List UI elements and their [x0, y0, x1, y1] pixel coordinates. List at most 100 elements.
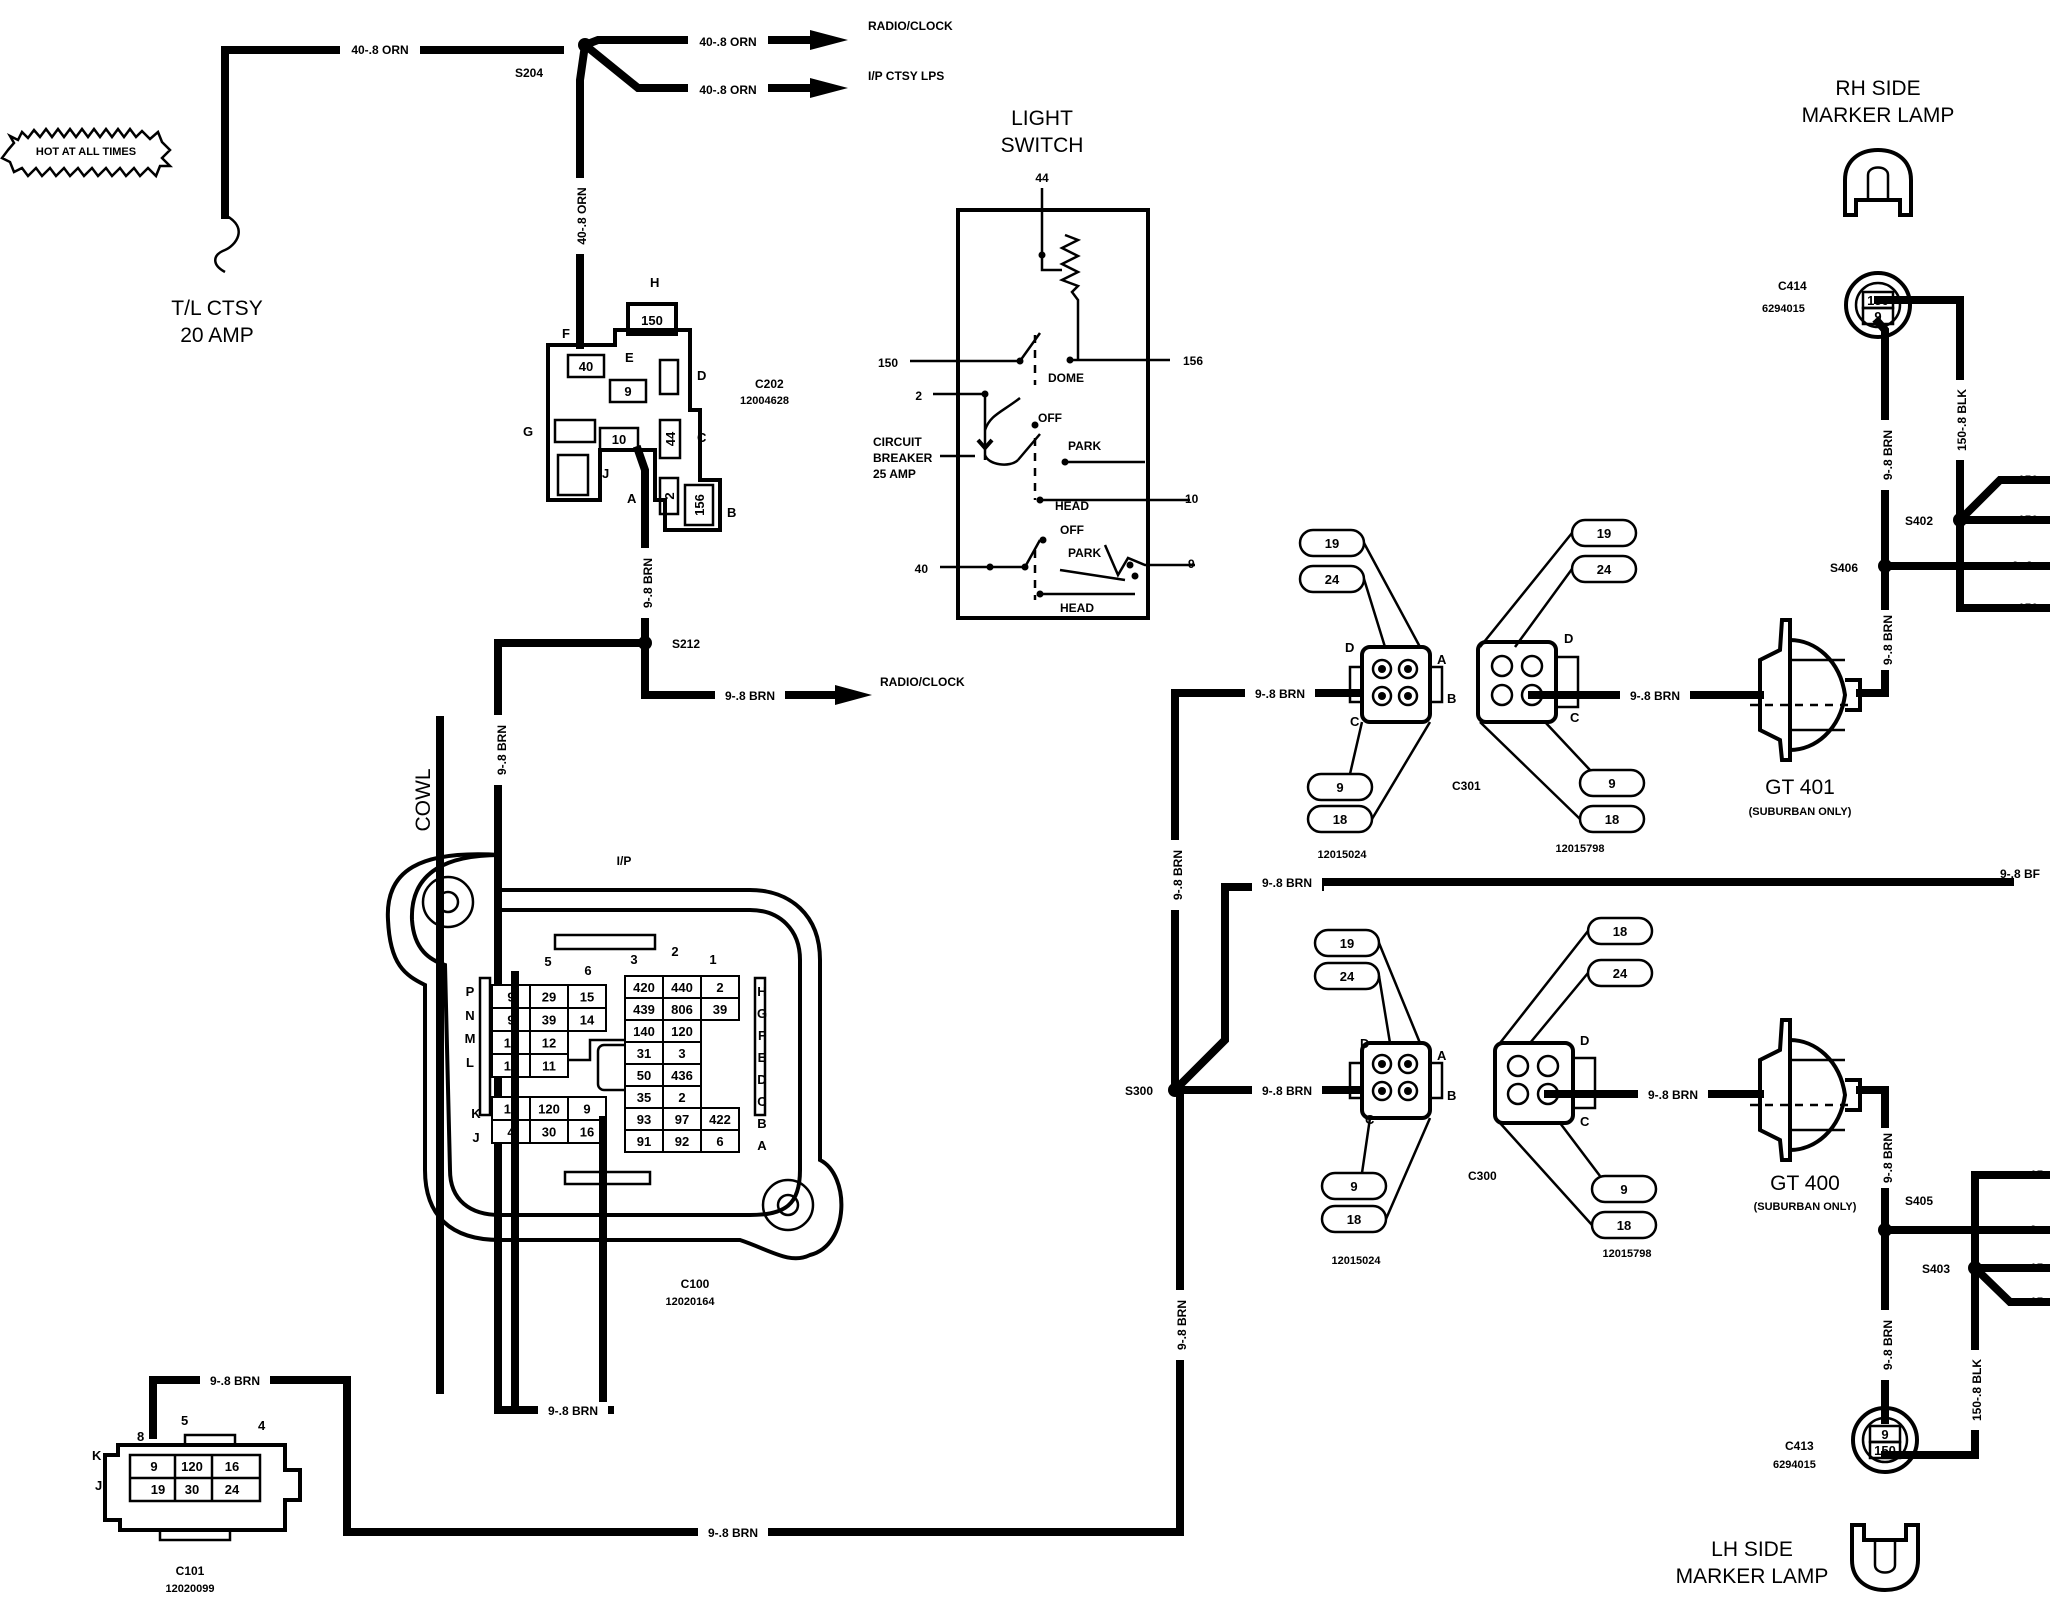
svg-text:B: B: [1447, 691, 1456, 706]
arrow-radio-top: [810, 30, 848, 50]
c100-cavity-label: 29: [542, 990, 556, 1005]
c100-cavity-label: 806: [671, 1002, 693, 1017]
c100-cavity-label: 120: [538, 1102, 560, 1117]
svg-text:C: C: [1350, 714, 1360, 729]
c202-label: C202: [755, 377, 784, 391]
lh-marker-label-1: LH SIDE: [1711, 1538, 1793, 1561]
c100-cavity-label: 140: [633, 1024, 655, 1039]
rh-marker-label-2: MARKER LAMP: [1802, 104, 1955, 127]
svg-text:HEAD: HEAD: [1060, 601, 1094, 615]
wire-cut-s403-3: 15: [2030, 1295, 2044, 1309]
svg-text:K: K: [92, 1448, 102, 1463]
c100-cavity: [529, 1053, 569, 1078]
svg-text:H: H: [650, 275, 659, 290]
wire-cut-s402-3: 150: [2018, 601, 2038, 615]
hot-at-all-times-badge: HOT AT ALL TIMES: [0, 126, 174, 179]
light-switch-internals: DOME OFF PARK HEAD OFF PARK HEAD: [910, 188, 1195, 615]
fuse-symbol: [214, 213, 240, 274]
ip-lps-label: I/P CTSY LPS: [868, 69, 944, 83]
ip-label: I/P: [617, 854, 632, 868]
svg-text:18: 18: [1333, 812, 1347, 827]
wire-label-blk-lh: 150-.8 BLK: [1970, 1359, 1984, 1421]
svg-text:19: 19: [1325, 536, 1339, 551]
svg-text:120: 120: [181, 1459, 203, 1474]
connector-c301-left: [1348, 645, 1444, 724]
wire-label-brn-c300: 9-.8 BRN: [1262, 1084, 1312, 1098]
fuse-label-1: T/L CTSY: [171, 297, 262, 320]
c414-pn: 6294015: [1762, 303, 1805, 315]
svg-text:D: D: [697, 368, 706, 383]
connector-c101: [103, 1433, 302, 1542]
wire-label-brn-gt401: 9-.8 BRN: [1630, 689, 1680, 703]
svg-text:19: 19: [1597, 526, 1611, 541]
wire-label-brn-lh-1: 9-.8 BRN: [1881, 1133, 1895, 1183]
c100-cavity-label: 30: [542, 1125, 556, 1140]
svg-text:G: G: [523, 424, 533, 439]
c100-cavity-label: 93: [637, 1112, 651, 1127]
c300-label: C300: [1468, 1169, 1497, 1183]
svg-text:G: G: [757, 1006, 767, 1021]
svg-text:D: D: [1580, 1033, 1589, 1048]
c100-cavity-label: 2: [678, 1090, 685, 1105]
svg-text:L: L: [466, 1055, 474, 1070]
svg-text:19: 19: [1340, 936, 1354, 951]
c100-pn: 12020164: [666, 1296, 716, 1308]
svg-text:156: 156: [692, 494, 707, 516]
wire-cut-s402-1: 150: [2018, 473, 2038, 487]
svg-text:5: 5: [544, 954, 551, 969]
radio-clock-label-top: RADIO/CLOCK: [868, 19, 953, 33]
blk-s402-upper-wire: [1954, 476, 2050, 526]
svg-text:B: B: [1447, 1088, 1456, 1103]
svg-text:30: 30: [185, 1482, 199, 1497]
arrow-ip-lps: [810, 78, 848, 98]
gt401-sub: (SUBURBAN ONLY): [1749, 806, 1852, 818]
wire-label-brn-c301: 9-.8 BRN: [1255, 687, 1305, 701]
svg-text:HEAD: HEAD: [1055, 499, 1089, 513]
svg-text:H: H: [757, 984, 766, 999]
svg-text:J: J: [95, 1478, 102, 1493]
splice-s212-label: S212: [672, 637, 700, 651]
cowl-label: COWL: [412, 769, 435, 832]
svg-text:5: 5: [181, 1413, 188, 1428]
svg-text:9: 9: [1336, 780, 1343, 795]
c100-cavity-label: 436: [671, 1068, 693, 1083]
wire-label-brn-lh-2: 9-.8 BRN: [1881, 1320, 1895, 1370]
wire-label-brn-upper: 9-.8 BRN: [1262, 876, 1312, 890]
gt401-label: GT 401: [1765, 776, 1835, 799]
c300-left-labels: 19 24 9 18: [1313, 928, 1432, 1234]
c414-label: C414: [1778, 279, 1807, 293]
svg-text:F: F: [562, 326, 570, 341]
c100-cavity-label: 39: [542, 1013, 556, 1028]
svg-text:150: 150: [641, 313, 663, 328]
connector-c100: [385, 852, 844, 1261]
wire-cut-s402-2: 150: [2018, 513, 2038, 527]
wire-cut-s403-2: 15: [2030, 1261, 2044, 1275]
wire-cut-s403-1: 15: [2030, 1168, 2044, 1182]
c100-cavity-label: 3: [678, 1046, 685, 1061]
wire-label-brn-trunk-1: 9-.8 BRN: [1171, 850, 1185, 900]
svg-text:44: 44: [663, 431, 678, 446]
svg-text:3: 3: [630, 952, 637, 967]
c100-cavity-label: 11: [542, 1059, 556, 1074]
c300-right-labels: 18 24 9 18: [1499, 916, 1658, 1240]
svg-text:9: 9: [1881, 1427, 1888, 1442]
arrow-radio-mid: [835, 685, 872, 705]
svg-text:150: 150: [878, 356, 898, 370]
svg-text:16: 16: [225, 1459, 239, 1474]
splice-s300-label: S300: [1125, 1084, 1153, 1098]
connector-c301-right: [1476, 640, 1580, 724]
svg-text:J: J: [602, 466, 609, 481]
orn-to-c202-wire: [576, 40, 590, 349]
c100-cavity-label: 15: [580, 990, 594, 1005]
c413-pn: 6294015: [1773, 1459, 1816, 1471]
wire-label-brn-vert-left: 9-.8 BRN: [495, 725, 509, 775]
svg-text:OFF: OFF: [1038, 411, 1062, 425]
svg-text:PARK: PARK: [1068, 439, 1101, 453]
connector-c413: 9 150: [1851, 1406, 1919, 1474]
c301-right-labels: 19 24 9 18: [1479, 518, 1646, 834]
c100-cavity-label: 31: [637, 1046, 651, 1061]
c100-label: C100: [681, 1277, 710, 1291]
svg-text:9: 9: [624, 384, 631, 399]
svg-text:4: 4: [258, 1418, 266, 1433]
hot-label: HOT AT ALL TIMES: [36, 146, 136, 158]
